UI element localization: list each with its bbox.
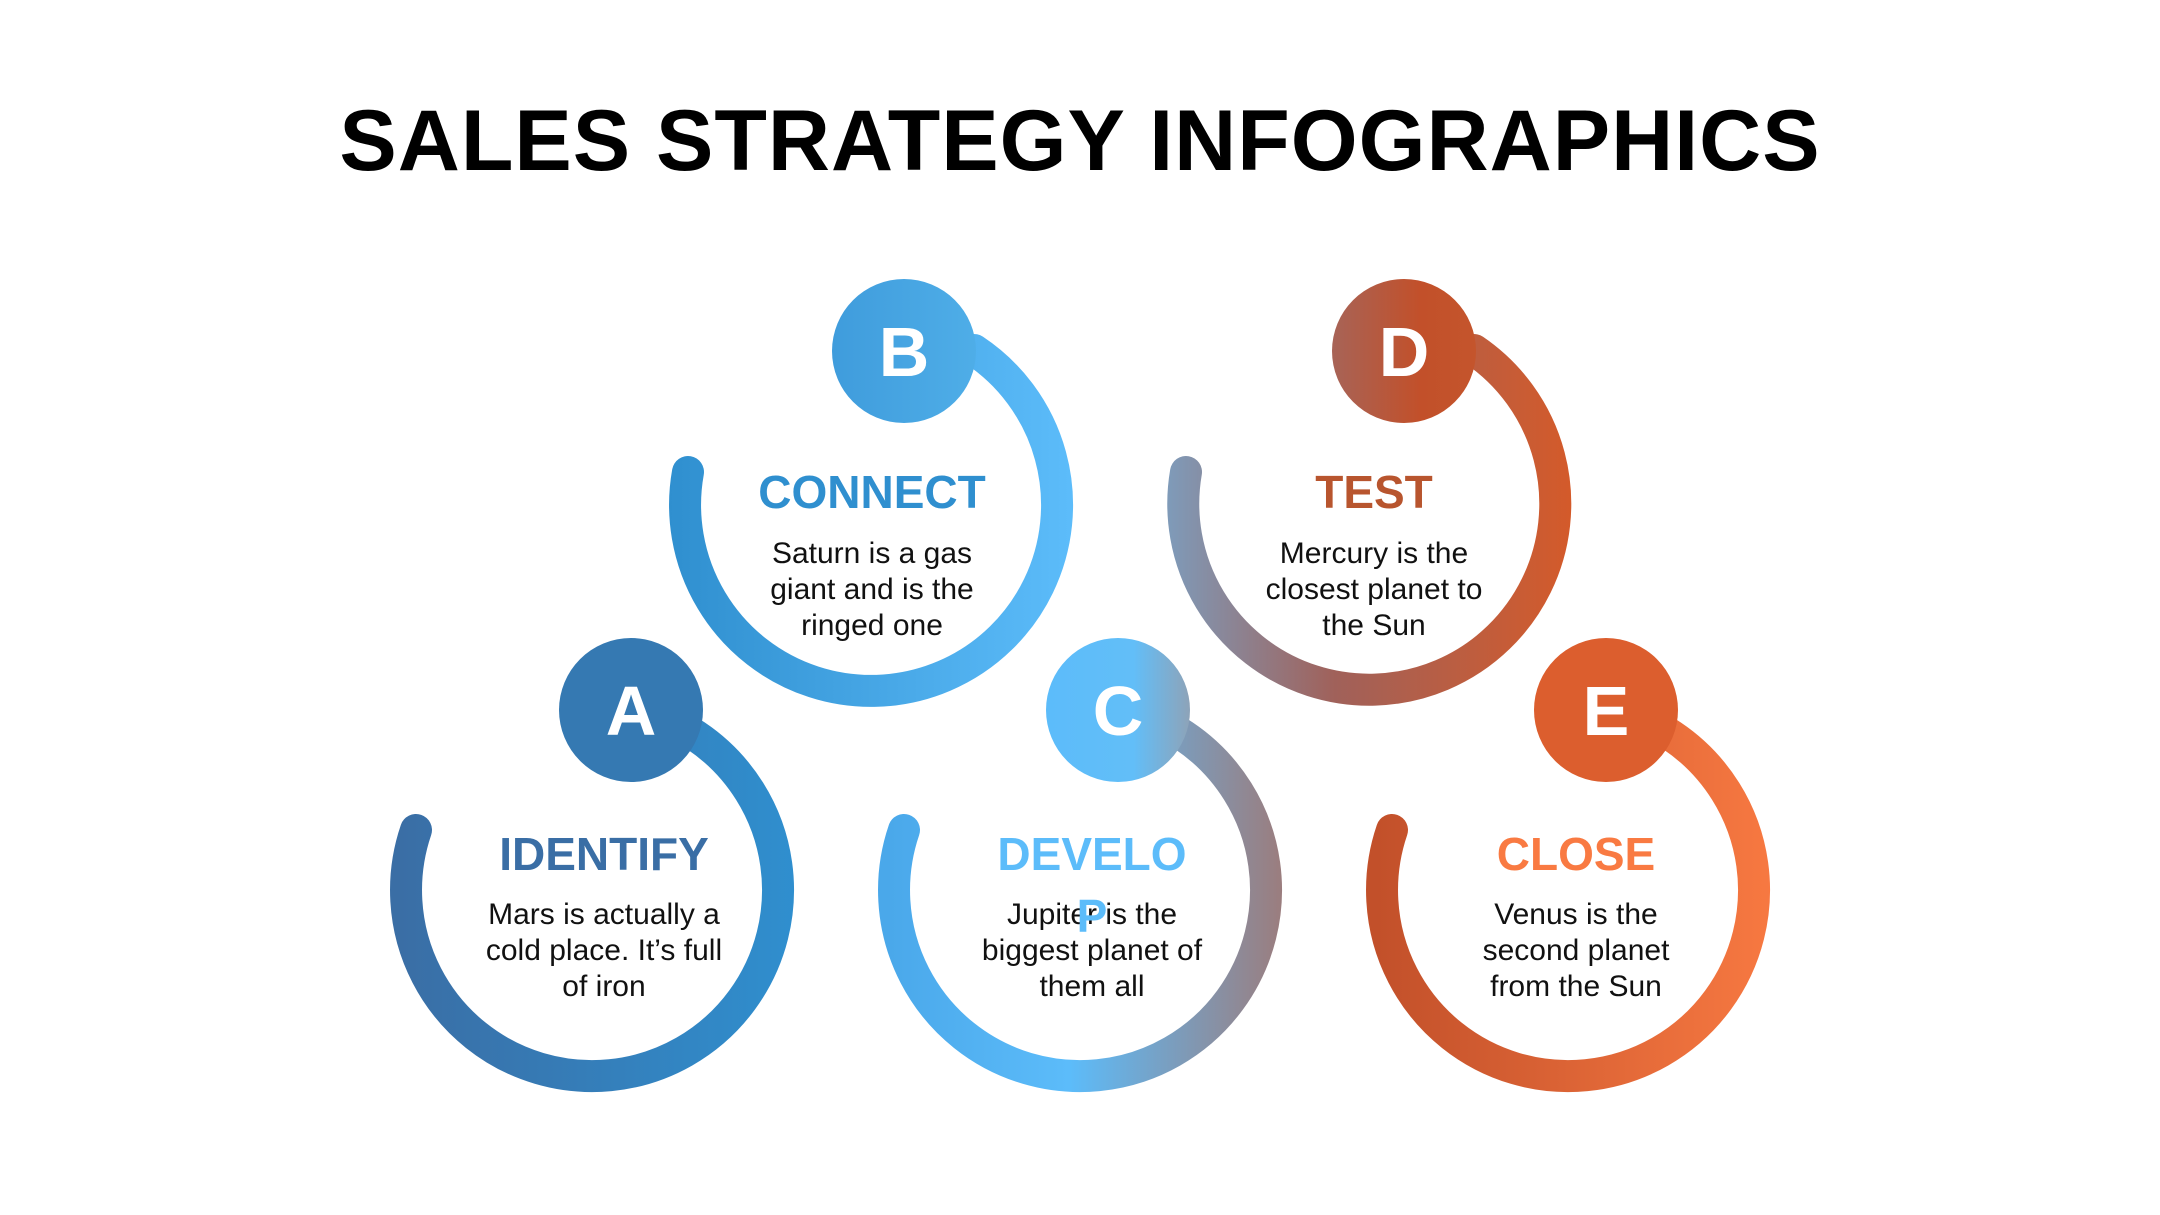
step-desc-line: Jupiter is the: [1007, 898, 1177, 931]
step-desc-line: Venus is the: [1494, 898, 1657, 931]
badge-a: A: [559, 638, 703, 782]
step-desc-line: cold place. It’s full: [486, 934, 722, 967]
step-desc-line: Mercury is the: [1280, 537, 1468, 570]
step-heading: CONNECT: [758, 466, 985, 518]
step-desc-line: them all: [1039, 970, 1144, 1003]
step-desc-line: of iron: [562, 970, 645, 1003]
ring-test: [1167, 334, 1572, 706]
step-heading-wrap: P: [1077, 890, 1108, 942]
badge-letter-c: C: [1093, 672, 1144, 750]
step-close: CLOSE Venus is the second planet from th…: [1483, 828, 1670, 1003]
badge-letter-a: A: [606, 672, 657, 750]
step-heading: IDENTIFY: [499, 828, 709, 880]
step-develop: DEVELO Jupiter is the biggest planet of …: [982, 828, 1203, 1003]
step-desc-line: the Sun: [1322, 609, 1425, 642]
badge-e: E: [1534, 638, 1678, 782]
badge-letter-b: B: [879, 313, 930, 391]
badge-c: C: [1046, 638, 1190, 782]
step-heading: CLOSE: [1497, 828, 1655, 880]
badge-letter-e: E: [1583, 672, 1630, 750]
badge-letter-d: D: [1379, 313, 1430, 391]
step-heading: TEST: [1315, 466, 1433, 518]
ring-close: [1366, 692, 1770, 1093]
ring-develop: [878, 692, 1282, 1093]
step-desc-line: Mars is actually a: [488, 898, 720, 931]
step-heading: DEVELO: [997, 828, 1186, 880]
step-identify: IDENTIFY Mars is actually a cold place. …: [486, 828, 722, 1003]
ring-connect: [669, 334, 1074, 707]
page-title: SALES STRATEGY INFOGRAPHICS: [339, 93, 1821, 189]
step-desc-line: ringed one: [801, 609, 943, 642]
badge-d: D: [1332, 279, 1476, 423]
step-desc-line: closest planet to: [1266, 573, 1483, 606]
step-desc-line: Saturn is a gas: [772, 537, 972, 570]
step-desc-line: from the Sun: [1490, 970, 1662, 1003]
step-desc-line: biggest planet of: [982, 934, 1203, 967]
step-connect: CONNECT Saturn is a gas giant and is the…: [758, 466, 985, 642]
badge-b: B: [832, 279, 976, 423]
step-test: TEST Mercury is the closest planet to th…: [1266, 466, 1483, 642]
ring-identify: [390, 692, 794, 1093]
step-desc-line: giant and is the: [770, 573, 973, 606]
step-desc-line: second planet: [1483, 934, 1670, 967]
